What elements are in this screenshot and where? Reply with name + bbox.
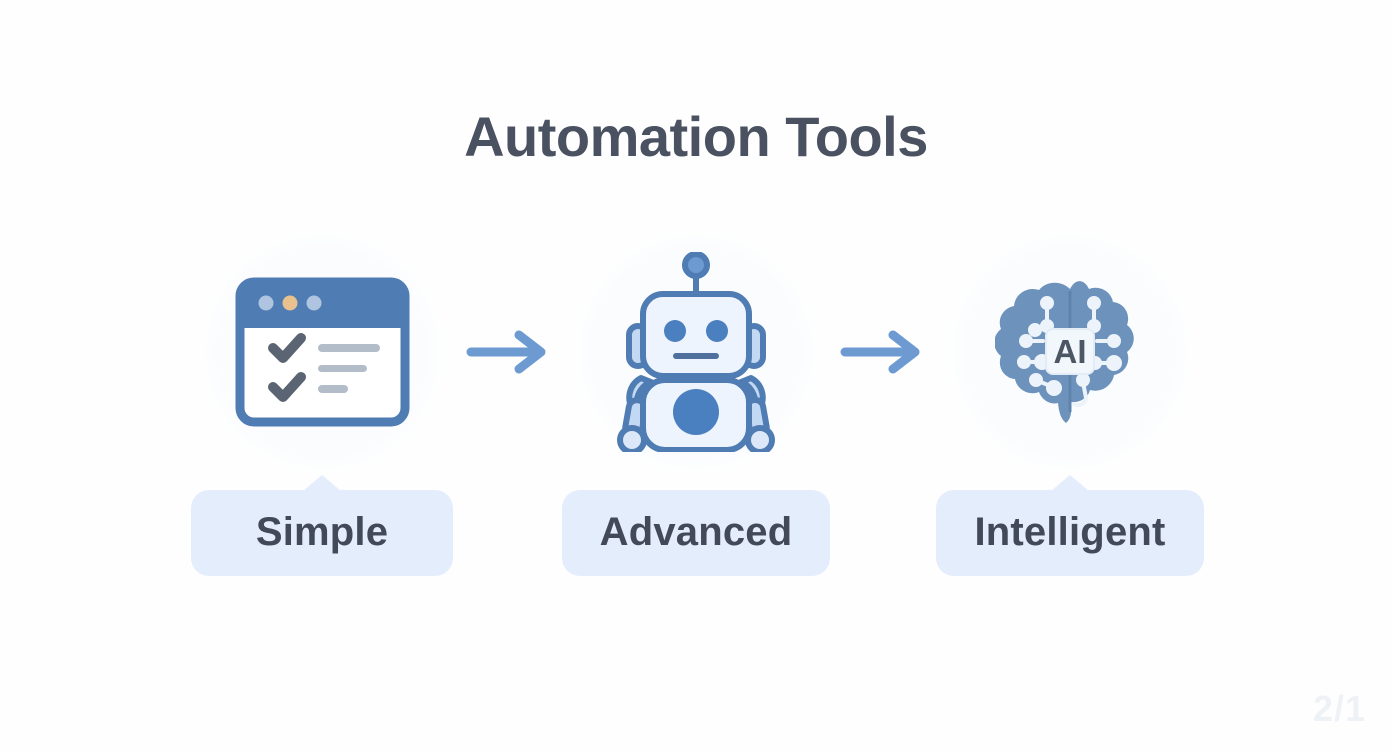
robot-eye-left (664, 320, 686, 342)
stage-label-intelligent[interactable]: Intelligent (936, 490, 1204, 576)
stage-advanced[interactable]: Advanced (561, 230, 831, 576)
robot-chest-button (673, 389, 719, 435)
icon-container-advanced (574, 230, 818, 474)
stage-intelligent[interactable]: AI Intelligent (936, 230, 1204, 576)
robot-eye-right (706, 320, 728, 342)
stage-flow: Simple (0, 230, 1392, 600)
check-icon-2 (267, 372, 306, 402)
ai-chip-box (1045, 328, 1095, 375)
arrow-2-wrap (827, 230, 939, 474)
ai-chip-label: AI (1054, 333, 1087, 370)
robot-icon (617, 252, 775, 452)
watermark: 2/1 (1312, 688, 1366, 729)
check-icon-1 (267, 333, 306, 363)
browser-dot-3 (306, 295, 321, 311)
page-title: Automation Tools (464, 105, 928, 168)
browser-dot-1 (258, 295, 273, 311)
browser-checklist-icon (235, 277, 409, 427)
icon-container-simple (200, 230, 444, 474)
arrow-1-wrap (453, 230, 565, 474)
list-line-1 (317, 344, 380, 352)
stage-simple[interactable]: Simple (191, 230, 453, 576)
icon-container-intelligent: AI (948, 230, 1192, 474)
arrow-right-icon (466, 330, 546, 374)
browser-dot-2 (282, 295, 297, 311)
ai-brain-icon: AI (995, 281, 1134, 423)
stage-label-simple[interactable]: Simple (191, 490, 453, 576)
robot-head (640, 291, 752, 379)
arrow-right-icon (840, 330, 920, 374)
list-line-3 (317, 385, 348, 393)
stage-label-advanced[interactable]: Advanced (561, 490, 831, 576)
robot-mouth (673, 353, 719, 359)
list-line-2 (317, 365, 367, 372)
